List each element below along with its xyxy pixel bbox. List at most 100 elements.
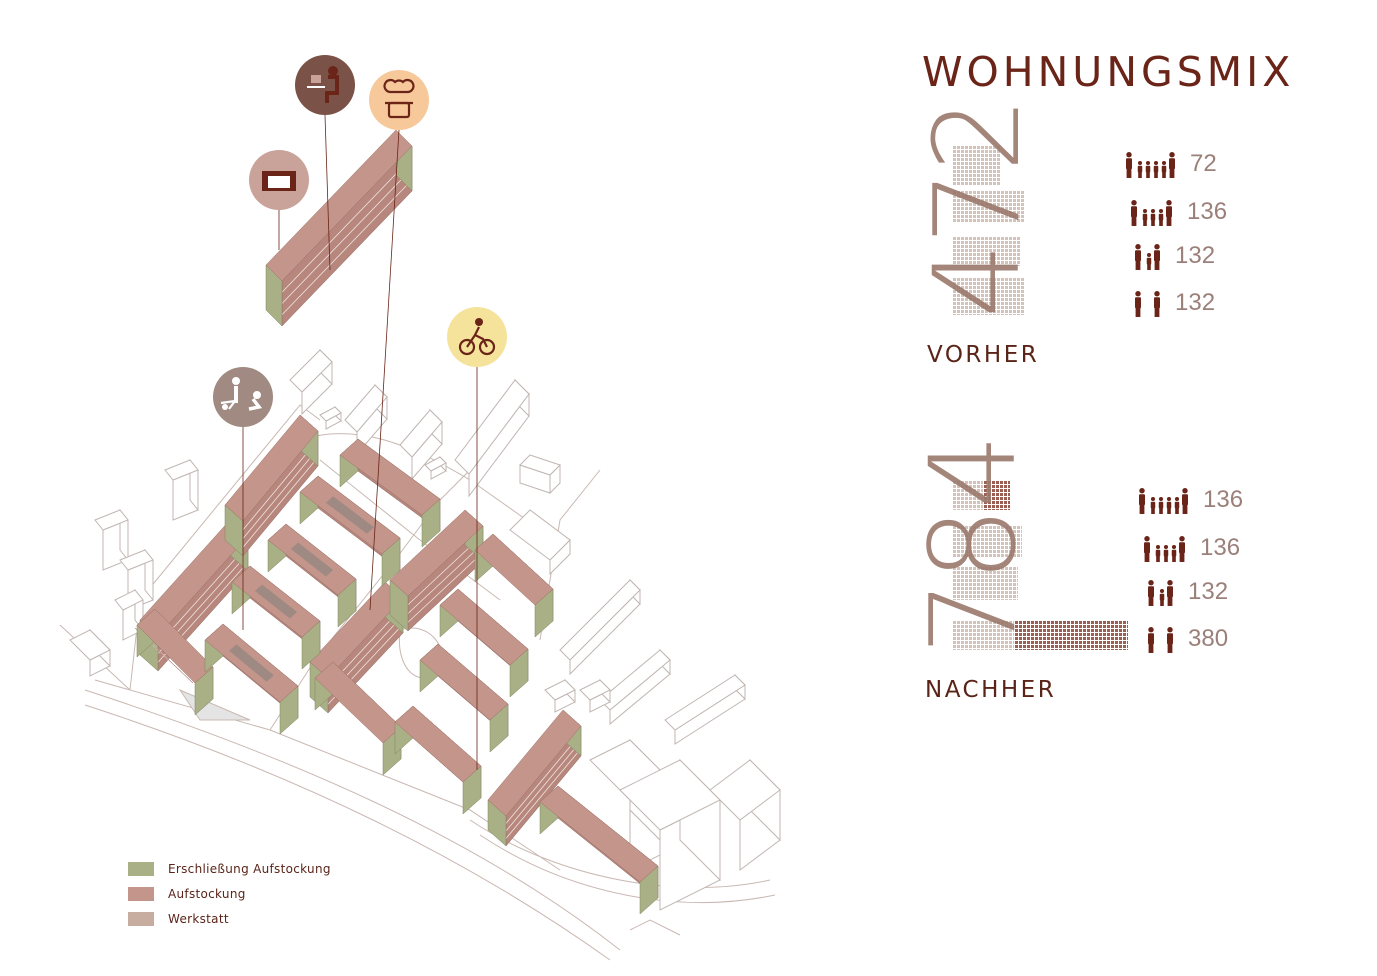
person-icon: [1169, 152, 1175, 178]
context-building: [119, 548, 154, 611]
person-icon: [1150, 497, 1156, 514]
household-count: 132: [1188, 578, 1229, 605]
werkstatt-roof: [325, 496, 375, 534]
existing-units-grid: [952, 236, 1020, 266]
household-count: 136: [1200, 534, 1241, 561]
vorher-total: 472: [908, 98, 1046, 318]
person-icon: [1158, 209, 1164, 226]
nachher-total: 784: [904, 435, 1042, 655]
legend: Erschließung Aufstockung Aufstockung Wer…: [128, 856, 331, 931]
household-count: 132: [1175, 289, 1216, 316]
legend-swatch: [128, 911, 154, 926]
household-item: 72: [1124, 150, 1217, 178]
person-icon: [1148, 580, 1154, 606]
household-item: 380: [1146, 625, 1228, 653]
unit-grid-bar: [952, 566, 1018, 600]
existing-units-grid: [952, 480, 983, 510]
household-icon: [1148, 627, 1173, 653]
context-building: [509, 509, 571, 576]
household-item: 132: [1133, 242, 1215, 270]
household-count: 380: [1188, 625, 1229, 652]
household-count: 72: [1190, 150, 1217, 177]
sofa-icon: [249, 150, 309, 250]
household-count: 136: [1203, 486, 1244, 513]
household-icon: [1148, 580, 1173, 606]
context-building: [289, 348, 333, 416]
existing-units-grid: [952, 620, 1014, 650]
werkstatt-roof: [254, 584, 298, 619]
aufstockung-building: [474, 533, 554, 638]
context-building: [69, 628, 111, 677]
household-icon: [1135, 244, 1160, 270]
legend-label: Werkstatt: [168, 911, 229, 926]
person-icon: [1155, 545, 1161, 562]
person-icon: [1135, 244, 1141, 270]
person-icon: [1142, 209, 1148, 226]
aufstockung-building: [339, 438, 441, 548]
person-icon: [1166, 200, 1172, 226]
existing-units-grid: [952, 566, 1018, 600]
aufstockung-building: [314, 661, 402, 776]
aufstockung-building: [224, 414, 319, 557]
aufstockung-building: [265, 129, 413, 327]
household-icon: [1139, 488, 1188, 514]
site-axonometric-map: [59, 55, 781, 961]
person-icon: [1148, 627, 1154, 653]
household-icon: [1144, 536, 1185, 562]
person-icon: [1179, 536, 1185, 562]
context-building: [399, 408, 443, 481]
aufstockung-building: [299, 475, 401, 587]
context-building: [664, 673, 746, 745]
household-count: 136: [1187, 198, 1228, 225]
legend-item-erschliessung: Erschließung Aufstockung: [128, 856, 331, 881]
aufstockung-building: [439, 588, 529, 698]
unit-grid-bar: [952, 236, 1020, 266]
aufstockung-building: [394, 705, 482, 815]
gardening-icon: [213, 367, 273, 630]
context-buildings: [69, 348, 781, 911]
unit-grid-bar: [952, 145, 1000, 185]
icon-pins: [213, 55, 507, 770]
existing-units-grid: [952, 145, 1000, 185]
household-item: 136: [1137, 486, 1243, 514]
household-icon: [1135, 291, 1160, 317]
person-icon: [1167, 580, 1173, 606]
new-units-grid: [1013, 620, 1128, 650]
aufstockung-building: [419, 643, 509, 753]
person-icon: [1182, 488, 1188, 514]
person-icon: [1166, 497, 1172, 514]
context-building: [424, 455, 447, 480]
legend-label: Erschließung Aufstockung: [168, 861, 331, 876]
new-units-grid: [982, 480, 1010, 510]
aufstockung-building: [267, 523, 357, 628]
household-item: 132: [1146, 578, 1228, 606]
person-icon: [1171, 545, 1177, 562]
context-building: [579, 678, 611, 713]
person-icon: [1146, 253, 1152, 270]
person-icon: [1174, 497, 1180, 514]
unit-grid-bar: [952, 525, 1022, 557]
home-office-icon: [295, 55, 355, 271]
person-icon: [1137, 161, 1143, 178]
person-icon: [1154, 291, 1160, 317]
werkstatt-roof: [290, 542, 334, 577]
person-icon: [1139, 488, 1145, 514]
context-building: [319, 405, 342, 430]
person-icon: [1144, 536, 1150, 562]
aufstockung-building: [136, 608, 214, 716]
aufstockung-building: [204, 623, 299, 735]
person-icon: [1145, 161, 1151, 178]
household-icon: [1131, 200, 1172, 226]
context-building: [559, 578, 641, 676]
context-building: [519, 454, 561, 495]
aufstockung-building: [231, 565, 321, 670]
person-icon: [1150, 209, 1156, 226]
legend-item-aufstockung: Aufstockung: [128, 881, 331, 906]
person-icon: [1167, 627, 1173, 653]
context-building: [344, 383, 388, 456]
legend-swatch: [128, 886, 154, 901]
page-title: WOHNUNGSMIX: [922, 48, 1295, 96]
legend-item-werkstatt: Werkstatt: [128, 906, 331, 931]
aufstockung-building: [487, 709, 582, 847]
cyclist-icon: [447, 307, 507, 770]
